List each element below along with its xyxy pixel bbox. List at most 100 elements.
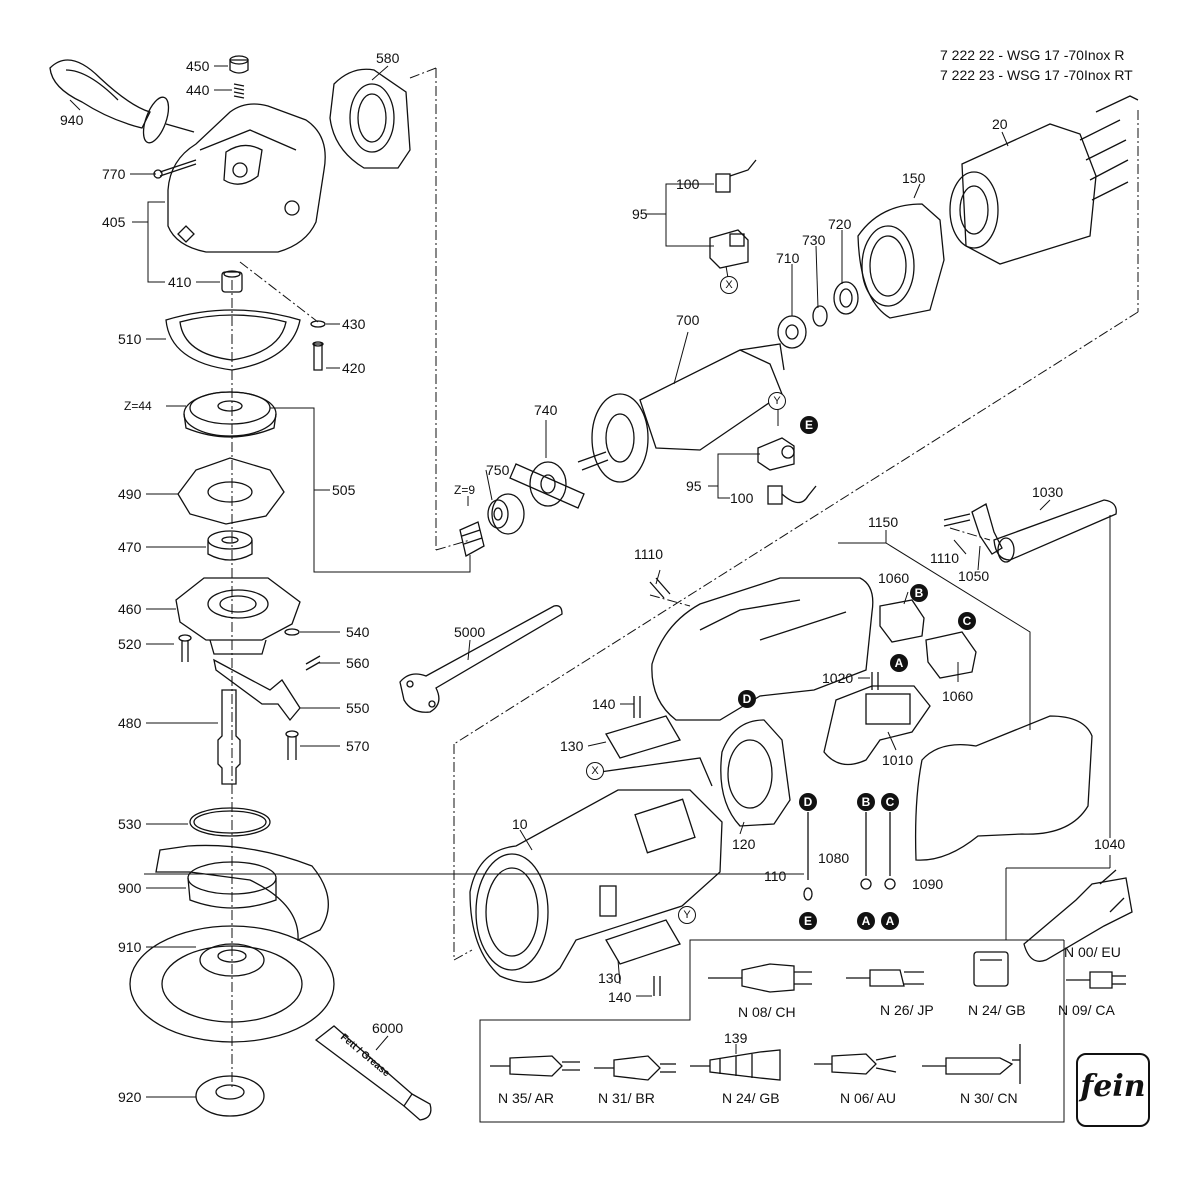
part-label: 530 <box>118 816 142 832</box>
fan-740 <box>509 461 585 509</box>
flange-nut-920 <box>195 1075 265 1117</box>
screw-140-top <box>633 696 641 718</box>
part-label: 900 <box>118 880 142 896</box>
connection-marker-outline: Y <box>768 392 786 410</box>
part-label: 1080 <box>818 850 850 866</box>
assembly-guide-lines <box>231 67 1139 1090</box>
plug-label-gb-2: N 24/ GB <box>722 1090 780 1106</box>
part-label: 910 <box>118 939 142 955</box>
side-handle-940 <box>49 59 195 144</box>
screw-560 <box>305 655 321 671</box>
bearing-flange-460 <box>175 577 301 655</box>
brand-logo: fein <box>1076 1053 1150 1127</box>
part-label: 1150 <box>868 514 899 530</box>
part-label: 20 <box>992 116 1008 132</box>
part-label: Z=44 <box>124 399 152 413</box>
leader-lines <box>69 65 1111 1098</box>
plug-icon-ar <box>490 1055 580 1077</box>
part-label: 120 <box>732 836 756 852</box>
plug-variants-box <box>479 868 1065 1123</box>
part-label: 560 <box>346 655 370 671</box>
plug-label-ar: N 35/ AR <box>498 1090 555 1106</box>
model-line-1: 7 222 22 - WSG 17 -70Inox R <box>940 47 1125 63</box>
connection-marker: D <box>738 690 756 708</box>
part-label: 110 <box>764 868 787 884</box>
bearing-750 <box>487 493 525 535</box>
gasket-510 <box>165 309 301 371</box>
plug-label-jp: N 26/ JP <box>880 1002 934 1018</box>
part-label: 510 <box>118 331 142 347</box>
spindle-480 <box>217 689 241 785</box>
part-label: 140 <box>608 989 632 1005</box>
plug-label-br: N 31/ BR <box>598 1090 655 1106</box>
part-label: 520 <box>118 636 142 652</box>
part-label: 139 <box>724 1030 748 1046</box>
part-label: 570 <box>346 738 370 754</box>
plug-icon-jp <box>846 969 924 987</box>
part-label: 450 <box>186 58 210 74</box>
part-label: 95 <box>686 478 702 494</box>
wire-1080 <box>860 812 872 890</box>
screw-570 <box>285 730 299 760</box>
part-label: 470 <box>118 539 142 555</box>
wire-110 <box>803 812 813 901</box>
connection-marker: B <box>857 793 875 811</box>
part-label: 140 <box>592 696 616 712</box>
part-label: 410 <box>168 274 192 290</box>
connection-marker-outline: X <box>586 762 604 780</box>
ball-bearing-470 <box>207 530 253 561</box>
part-label: 420 <box>342 360 366 376</box>
screw-140-bottom <box>653 976 661 996</box>
connection-marker: D <box>799 793 817 811</box>
part-label: 550 <box>346 700 370 716</box>
plug-label-ch: N 08/ CH <box>738 1004 796 1020</box>
bearing-720 <box>833 281 859 315</box>
part-label: 1090 <box>912 876 944 892</box>
gear-housing-405 <box>167 103 326 253</box>
flange-580 <box>329 68 411 169</box>
pinion-z9 <box>459 521 485 557</box>
plug-label-cn: N 30/ CN <box>960 1090 1018 1106</box>
connection-marker: B <box>910 584 928 602</box>
plug-icon-ca <box>1066 971 1126 989</box>
brand-logo-text: fein <box>1080 1069 1146 1104</box>
ring-730 <box>812 305 828 327</box>
part-label: 6000 <box>372 1020 404 1036</box>
connection-marker: A <box>881 912 899 930</box>
bevel-gear-z44 <box>183 391 277 438</box>
part-label: 720 <box>828 216 852 232</box>
part-label: 130 <box>598 970 622 986</box>
connection-marker-outline: X <box>720 276 738 294</box>
part-label: 750 <box>486 462 510 478</box>
electronics-120 <box>720 719 791 827</box>
part-label: 770 <box>102 166 126 182</box>
rear-handle <box>914 715 1093 861</box>
lever-550 <box>213 658 301 722</box>
switch-1010 <box>823 685 931 766</box>
part-label: 580 <box>376 50 400 66</box>
o-ring-530 <box>189 807 271 837</box>
plug-icon-gb-top <box>973 951 1009 987</box>
connection-marker: A <box>890 654 908 672</box>
cover-130-bottom <box>605 919 681 965</box>
part-label: 100 <box>730 490 754 506</box>
screw-1110-left <box>649 577 671 599</box>
plug-label-eu: N 00/ EU <box>1064 944 1121 960</box>
part-label: 1030 <box>1032 484 1064 500</box>
part-label: 1050 <box>958 568 990 584</box>
carbon-brush-100-top <box>715 159 757 193</box>
part-label: 505 <box>332 482 356 498</box>
carbon-brush-100-mid <box>767 485 817 505</box>
part-label: 920 <box>118 1089 142 1105</box>
cover-130-top <box>605 715 681 759</box>
pin-420 <box>312 341 324 371</box>
part-label: 740 <box>534 402 558 418</box>
fan-baffle-150 <box>857 203 945 319</box>
bearing-710 <box>777 315 807 349</box>
brush-holder-95-top <box>709 229 749 269</box>
pin-wrench-5000 <box>399 605 563 713</box>
part-label: 100 <box>676 176 700 192</box>
part-label: 150 <box>902 170 926 186</box>
lock-plate-490 <box>177 457 285 525</box>
